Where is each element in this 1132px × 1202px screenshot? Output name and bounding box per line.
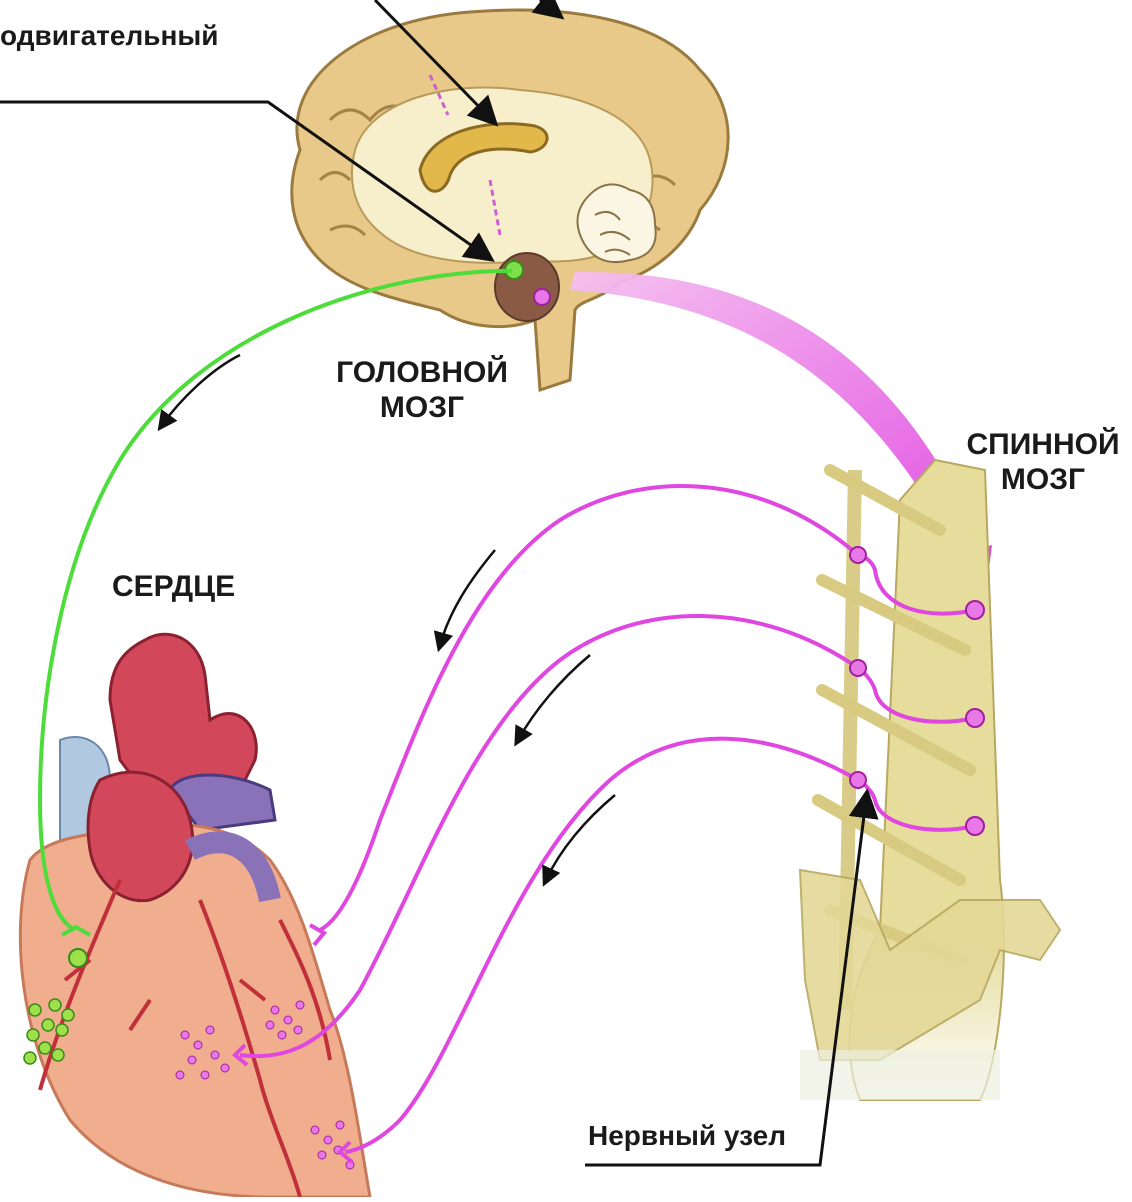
brain-label-line2: МОЗГ bbox=[322, 391, 522, 426]
brain-label-line1: ГОЛОВНОЙ bbox=[322, 356, 522, 391]
cardiac-green-node bbox=[69, 949, 87, 967]
hypothalamus-label: одвигательный bbox=[0, 20, 219, 52]
heart-label: СЕРДЦЕ bbox=[112, 570, 235, 605]
brain bbox=[292, 10, 728, 390]
heart-atrium bbox=[88, 772, 193, 900]
spine-label-line1: СПИННОЙ bbox=[958, 428, 1128, 463]
hypothalamus-pink-neuron bbox=[534, 289, 550, 305]
ganglion-label: Нервный узел bbox=[588, 1120, 786, 1152]
spine-label: СПИННОЙ МОЗГ bbox=[958, 428, 1128, 497]
hypothalamus-area bbox=[495, 253, 559, 321]
brain-label: ГОЛОВНОЙ МОЗГ bbox=[322, 356, 522, 425]
spine-label-line2: МОЗГ bbox=[958, 463, 1128, 498]
heart bbox=[20, 634, 370, 1197]
